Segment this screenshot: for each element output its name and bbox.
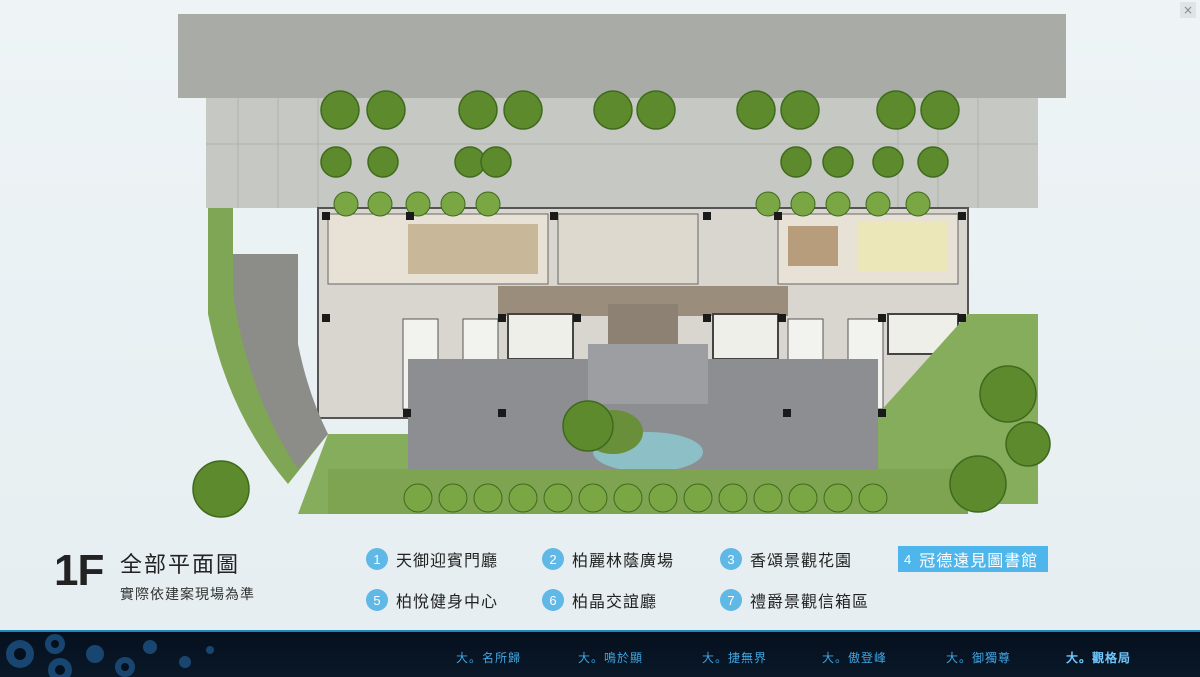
legend-number-badge: 2 xyxy=(542,548,564,570)
legend-number-badge: 6 xyxy=(542,589,564,611)
legend-number-badge: 4 xyxy=(904,551,912,567)
nav-item-2[interactable]: 大。鳴於顯 xyxy=(578,651,644,665)
nav-item-1[interactable]: 大。名所歸 xyxy=(456,651,522,665)
legend-label: 禮爵景觀信箱區 xyxy=(750,592,870,611)
bottom-navigation-bar: 大。名所歸 大。鳴於顯 大。捷無界 大。傲登峰 大。御獨尊 大。觀格局 xyxy=(0,630,1200,677)
legend-item-6[interactable]: 6 柏晶交誼廳 xyxy=(542,587,657,613)
legend-label: 香頌景觀花園 xyxy=(750,551,853,570)
nav-item-3[interactable]: 大。捷無界 xyxy=(702,651,768,665)
legend-item-2[interactable]: 2 柏麗林蔭廣場 xyxy=(542,546,674,572)
legend-item-1[interactable]: 1 天御迎賓門廳 xyxy=(366,546,498,572)
legend-item-3[interactable]: 3 香頌景觀花園 xyxy=(720,546,852,572)
page-title: 全部平面圖 xyxy=(120,553,241,578)
legend-item-4[interactable]: 4 冠德遠見圖書館 xyxy=(898,546,1049,572)
legend-number-badge: 3 xyxy=(720,548,742,570)
nav-item-5[interactable]: 大。御獨尊 xyxy=(946,651,1012,665)
legend-label: 柏晶交誼廳 xyxy=(572,592,658,611)
legend-label: 柏悅健身中心 xyxy=(396,592,499,611)
page-subtitle: 實際依建案現場為準 xyxy=(120,587,255,603)
close-icon[interactable]: × xyxy=(1180,2,1196,18)
legend-label: 冠德遠見圖書館 xyxy=(919,551,1039,570)
nav-item-4[interactable]: 大。傲登峰 xyxy=(822,651,888,665)
floor-plan-illustration xyxy=(178,14,1066,518)
legend-label: 柏麗林蔭廣場 xyxy=(572,551,675,570)
legend-number-badge: 5 xyxy=(366,589,388,611)
floral-ornament-icon xyxy=(6,634,214,677)
legend-number-badge: 7 xyxy=(720,589,742,611)
floor-label: 1F xyxy=(54,546,104,595)
facility-legend: 1 天御迎賓門廳 2 柏麗林蔭廣場 3 香頌景觀花園 4 冠德遠見圖書館 5 柏… xyxy=(360,546,1080,626)
nav-item-6[interactable]: 大。觀格局 xyxy=(1066,651,1132,665)
legend-item-7[interactable]: 7 禮爵景觀信箱區 xyxy=(720,587,869,613)
floor-plan-stage: × xyxy=(0,0,1200,630)
legend-item-5[interactable]: 5 柏悅健身中心 xyxy=(366,587,498,613)
legend-number-badge: 1 xyxy=(366,548,388,570)
legend-label: 天御迎賓門廳 xyxy=(396,551,499,570)
